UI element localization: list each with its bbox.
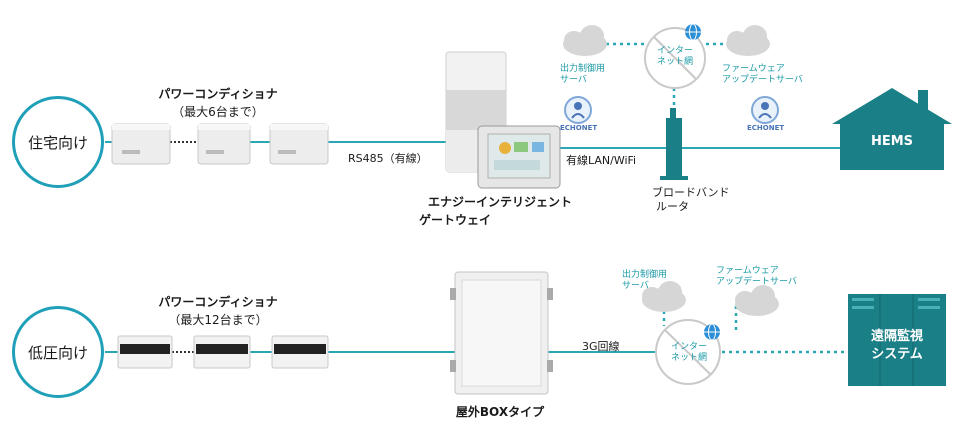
- server-control-low-line2: サーバ: [622, 281, 649, 291]
- monitor-label-line2: システム: [871, 347, 923, 362]
- cloud-icon: [563, 25, 607, 56]
- gateway-label-line1: エナジーインテリジェント: [427, 195, 572, 209]
- router-label-line1: ブロードバンド: [652, 186, 730, 199]
- internet-residential-line2: ネット網: [656, 57, 693, 67]
- router-icon: [660, 108, 688, 180]
- pcs-unit-low-voltage: [117, 335, 173, 369]
- server-control-low-line1: 出力制御用: [622, 270, 668, 280]
- cloud-icon: [642, 281, 686, 312]
- no-entry-icon: [644, 27, 706, 89]
- echonet-logo: [564, 96, 592, 124]
- pcs-unit-low-voltage: [271, 335, 329, 369]
- cloud-icon: [735, 285, 779, 316]
- server-fw-low-line1: ファームウェア: [716, 266, 779, 276]
- pcs-count-residential: （最大6台まで）: [172, 105, 264, 119]
- pcs-count-low-voltage: （最大12台まで）: [168, 313, 268, 327]
- box-label: 屋外BOXタイプ: [455, 405, 545, 419]
- tablet-icon: [477, 125, 561, 189]
- internet-low-line2: ネット網: [670, 353, 707, 363]
- link-3g: 3G回線: [582, 340, 620, 353]
- link-rs485: RS485（有線）: [348, 152, 428, 165]
- monitor-label-line1: 遠隔監視: [870, 329, 923, 344]
- gateway-label-line2: ゲートウェイ: [418, 213, 491, 227]
- link-lan: 有線LAN/WiFi: [566, 154, 637, 167]
- pcs-title-residential: パワーコンディショナ: [158, 87, 278, 101]
- outdoor-box-device: [450, 271, 553, 395]
- category-low-voltage: 低圧向け: [12, 306, 104, 398]
- hems-label: HEMS: [870, 134, 914, 149]
- pcs-unit-residential: [269, 123, 329, 165]
- no-entry-icon: [655, 319, 721, 385]
- echonet-logo: [751, 96, 779, 124]
- server-fw-low-line2: アップデートサーバ: [716, 277, 797, 287]
- pcs-unit-low-voltage: [193, 335, 251, 369]
- echonet-label: ECHONET: [747, 124, 785, 132]
- house-icon: [832, 88, 952, 170]
- category-residential: 住宅向け: [12, 96, 104, 188]
- server-control-residential-line2: サーバ: [560, 75, 587, 85]
- server-fw-residential-line2: アップデートサーバ: [722, 75, 803, 85]
- globe-icon: [704, 323, 720, 341]
- internet-residential-line1: インター: [656, 46, 693, 56]
- server-rack-icon: [848, 294, 946, 386]
- pcs-unit-residential: [197, 123, 251, 165]
- pcs-title-low-voltage: パワーコンディショナ: [158, 295, 278, 309]
- globe-icon: [685, 23, 701, 41]
- server-control-residential-line1: 出力制御用: [560, 64, 606, 74]
- router-label-line2: ルータ: [656, 200, 689, 213]
- internet-low-line1: インター: [670, 342, 707, 352]
- pcs-unit-residential: [111, 123, 171, 165]
- echonet-label: ECHONET: [560, 124, 598, 132]
- server-fw-residential-line1: ファームウェア: [722, 64, 785, 74]
- cloud-icon: [726, 25, 770, 56]
